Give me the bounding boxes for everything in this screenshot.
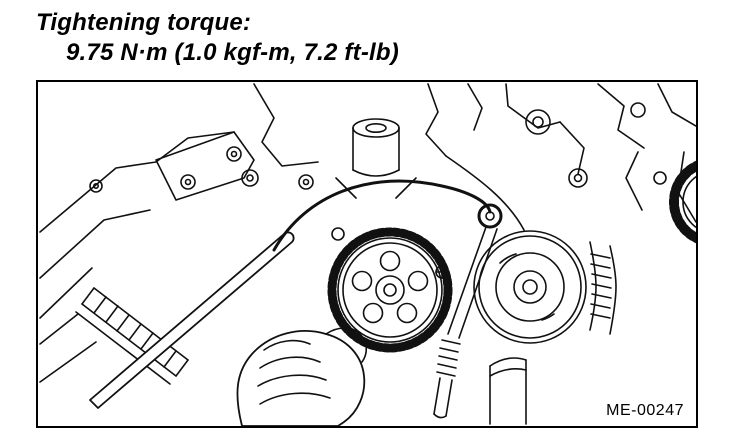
sprocket-holding-tool — [272, 179, 503, 419]
torque-spec-block: Tightening torque: 9.75 N·m (1.0 kgf-m, … — [0, 0, 736, 68]
engine-block-casting — [39, 83, 696, 383]
tensioner-pulley — [473, 230, 587, 344]
cylinder-stud — [335, 118, 417, 199]
figure-box: ME-00247 — [36, 80, 698, 428]
figure-id-label: ME-00247 — [604, 402, 686, 420]
timing-belt-right — [589, 241, 617, 335]
torque-spec-value: 9.75 N·m (1.0 kgf-m, 7.2 ft-lb) — [66, 39, 399, 66]
hand — [236, 327, 368, 426]
lower-pipe — [489, 357, 527, 425]
camshaft-sprocket — [327, 227, 453, 353]
engine-timing-illustration — [39, 83, 696, 426]
torque-spec-heading: Tightening torque: — [36, 9, 252, 36]
